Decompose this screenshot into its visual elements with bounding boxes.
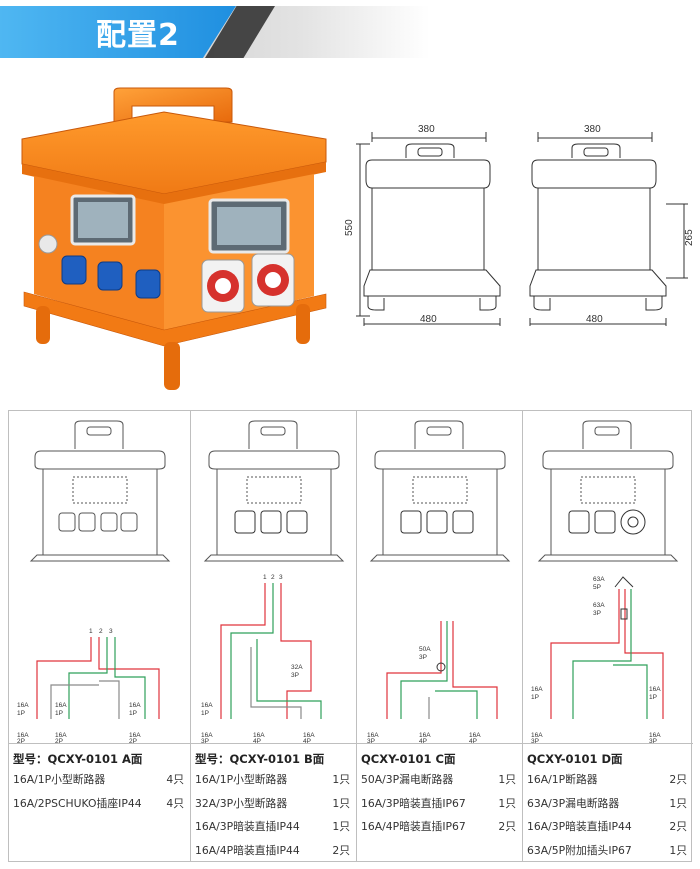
svg-text:4P: 4P: [303, 738, 311, 743]
svg-text:2P: 2P: [17, 738, 25, 743]
side-width-bottom-label: 480: [586, 314, 603, 325]
svg-text:4P: 4P: [253, 738, 261, 743]
config-b-title: 型号：QCXY-0101 B面: [195, 752, 325, 766]
svg-text:1P: 1P: [531, 694, 539, 701]
svg-text:16A: 16A: [303, 732, 315, 739]
svg-text:63A: 63A: [593, 602, 605, 609]
svg-text:1P: 1P: [55, 710, 63, 717]
svg-text:1P: 1P: [17, 710, 25, 717]
svg-text:16A: 16A: [531, 686, 543, 693]
svg-text:3P: 3P: [649, 738, 657, 743]
svg-text:2: 2: [271, 574, 275, 581]
svg-text:4P: 4P: [419, 738, 427, 743]
svg-text:1: 1: [263, 574, 267, 581]
front-width-bottom-label: 480: [420, 314, 437, 325]
svg-text:3: 3: [109, 628, 113, 635]
side-height-label: 265: [684, 229, 695, 246]
svg-text:3P: 3P: [419, 654, 427, 661]
front-width-top-label: 380: [418, 124, 435, 135]
svg-text:3P: 3P: [531, 738, 539, 743]
svg-text:16A: 16A: [253, 732, 265, 739]
svg-text:1P: 1P: [201, 710, 209, 717]
svg-text:16A: 16A: [367, 732, 379, 739]
front-height-label: 550: [344, 219, 355, 236]
svg-text:16A: 16A: [129, 732, 141, 739]
svg-text:2P: 2P: [129, 738, 137, 743]
svg-text:16A: 16A: [201, 702, 213, 709]
svg-text:3P: 3P: [593, 610, 601, 617]
svg-text:16A: 16A: [55, 732, 67, 739]
svg-text:16A: 16A: [129, 702, 141, 709]
config-c-title: QCXY-0101 C面: [361, 752, 456, 766]
svg-text:3P: 3P: [201, 738, 209, 743]
svg-text:1P: 1P: [649, 694, 657, 701]
front-dimension-drawing: 380 550 480: [334, 118, 514, 328]
svg-text:16A: 16A: [201, 732, 213, 739]
svg-text:3P: 3P: [291, 672, 299, 679]
svg-text:1P: 1P: [129, 710, 137, 717]
svg-text:2P: 2P: [55, 738, 63, 743]
banner-title: 配置2: [96, 18, 180, 53]
svg-text:16A: 16A: [649, 686, 661, 693]
svg-text:16A: 16A: [531, 732, 543, 739]
svg-text:3P: 3P: [367, 738, 375, 743]
svg-text:16A: 16A: [55, 702, 67, 709]
svg-text:16A: 16A: [419, 732, 431, 739]
svg-text:16A: 16A: [649, 732, 661, 739]
side-width-top-label: 380: [584, 124, 601, 135]
svg-text:3: 3: [279, 574, 283, 581]
product-photo: [14, 84, 334, 404]
svg-text:50A: 50A: [419, 646, 431, 653]
svg-text:5P: 5P: [593, 584, 601, 591]
section-banner: 配置2: [0, 0, 700, 64]
svg-text:2: 2: [99, 628, 103, 635]
config-d-title: QCXY-0101 D面: [527, 752, 623, 766]
banner-blue-band: [0, 6, 236, 58]
svg-text:63A: 63A: [593, 576, 605, 583]
svg-text:1: 1: [89, 628, 93, 635]
side-dimension-drawing: 380 265 480: [516, 118, 700, 328]
svg-text:16A: 16A: [17, 702, 29, 709]
svg-text:16A: 16A: [469, 732, 481, 739]
svg-text:32A: 32A: [291, 664, 303, 671]
svg-text:16A: 16A: [17, 732, 29, 739]
svg-text:4P: 4P: [469, 738, 477, 743]
config-a-title: 型号：QCXY-0101 A面: [13, 752, 143, 766]
